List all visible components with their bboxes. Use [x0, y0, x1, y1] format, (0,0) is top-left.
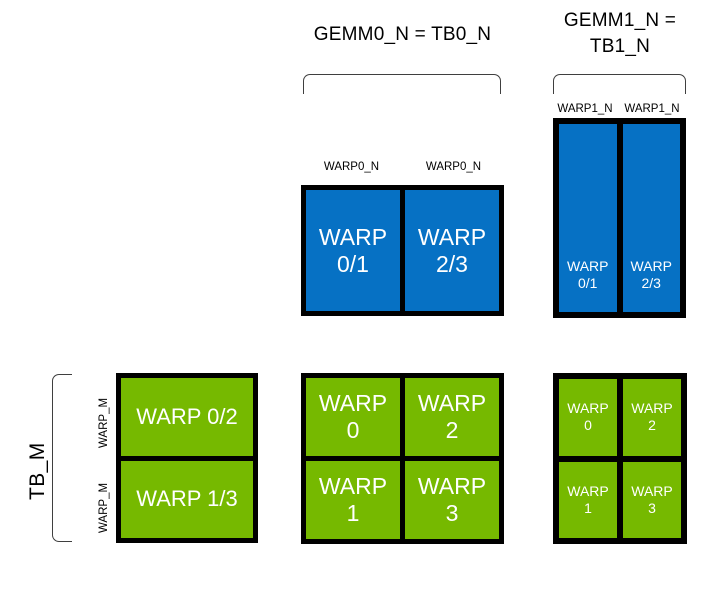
green-left-cell-1: WARP 1/3 — [121, 460, 253, 538]
green-block-right: WARP 0 WARP 2 WARP 1 WARP 3 — [553, 373, 687, 544]
green-right-cell-3: WARP 3 — [623, 461, 681, 538]
blue-right-cell-1: WARP 2/3 — [622, 124, 680, 312]
warp-m-label-top: WARP_M — [98, 397, 110, 448]
gemm0-span-bracket — [303, 74, 501, 94]
blue-middle-cell-0: WARP 0/1 — [306, 190, 400, 311]
gemm1-title: GEMM1_N = TB1_N — [563, 10, 677, 57]
tb-m-label: TB_M — [26, 442, 49, 500]
green-middle-cell-3: WARP 3 — [405, 461, 499, 539]
green-block-left: WARP 0/2 WARP 1/3 — [116, 373, 258, 543]
tb-m-span-bracket — [52, 374, 72, 542]
green-right-cell-2: WARP 1 — [559, 461, 617, 538]
warp1-n-label-right: WARP1_N — [624, 103, 680, 115]
blue-middle-cell-1: WARP 2/3 — [405, 190, 499, 311]
warp0-n-label-right: WARP0_N — [425, 161, 482, 173]
blue-right-cell-0: WARP 0/1 — [559, 124, 617, 312]
warp-m-label-bottom: WARP_M — [98, 482, 110, 533]
green-middle-cell-0: WARP 0 — [306, 378, 400, 456]
green-left-cell-0: WARP 0/2 — [121, 378, 253, 456]
blue-block-middle: WARP 0/1 WARP 2/3 — [301, 185, 504, 316]
gemm1-span-bracket — [553, 74, 686, 94]
green-block-middle: WARP 0 WARP 2 WARP 1 WARP 3 — [301, 373, 504, 544]
green-right-cell-1: WARP 2 — [623, 379, 681, 456]
green-middle-cell-1: WARP 2 — [405, 378, 499, 456]
warp0-n-label-left: WARP0_N — [323, 161, 380, 173]
warp1-n-label-left: WARP1_N — [557, 103, 613, 115]
green-middle-cell-2: WARP 1 — [306, 461, 400, 539]
green-right-cell-0: WARP 0 — [559, 379, 617, 456]
blue-block-right: WARP 0/1 WARP 2/3 — [553, 118, 686, 318]
gemm0-title: GEMM0_N = TB0_N — [313, 24, 492, 45]
